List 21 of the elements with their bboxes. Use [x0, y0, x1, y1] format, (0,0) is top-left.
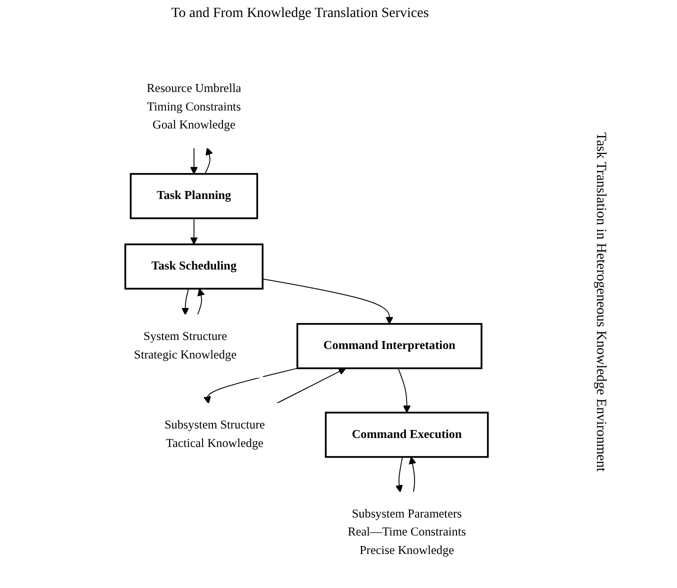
arrow [190, 147, 198, 174]
node-text: Subsystem Parameters Real—Time Constraints Precise Knowledge [348, 508, 466, 558]
node-text: Resource Umbrella Timing Constraints Goal Knowledge [146, 82, 242, 132]
arrow [190, 218, 198, 245]
node-text: System Structure Strategic Knowledge [134, 330, 236, 362]
node-text: Subsystem Structure Tactical Knowledge [164, 419, 265, 450]
arrow [262, 278, 394, 324]
arrow [204, 147, 213, 174]
arrow [197, 288, 205, 316]
node-box: Task Scheduling [124, 243, 264, 290]
arrow [408, 456, 416, 493]
node-box: Command Interpretation [296, 323, 482, 370]
arrow [276, 368, 346, 404]
arrow [181, 288, 190, 316]
heading-note: To and From Knowledge Translation Services [170, 6, 430, 22]
arrow [395, 456, 403, 493]
arrow [203, 368, 298, 404]
arrow [398, 368, 411, 413]
side-caption: Task Translation in Heterogeneous Knowledge Environment [592, 131, 608, 474]
node-box: Task Planning [130, 173, 258, 220]
node-box: Command Execution [324, 412, 489, 458]
